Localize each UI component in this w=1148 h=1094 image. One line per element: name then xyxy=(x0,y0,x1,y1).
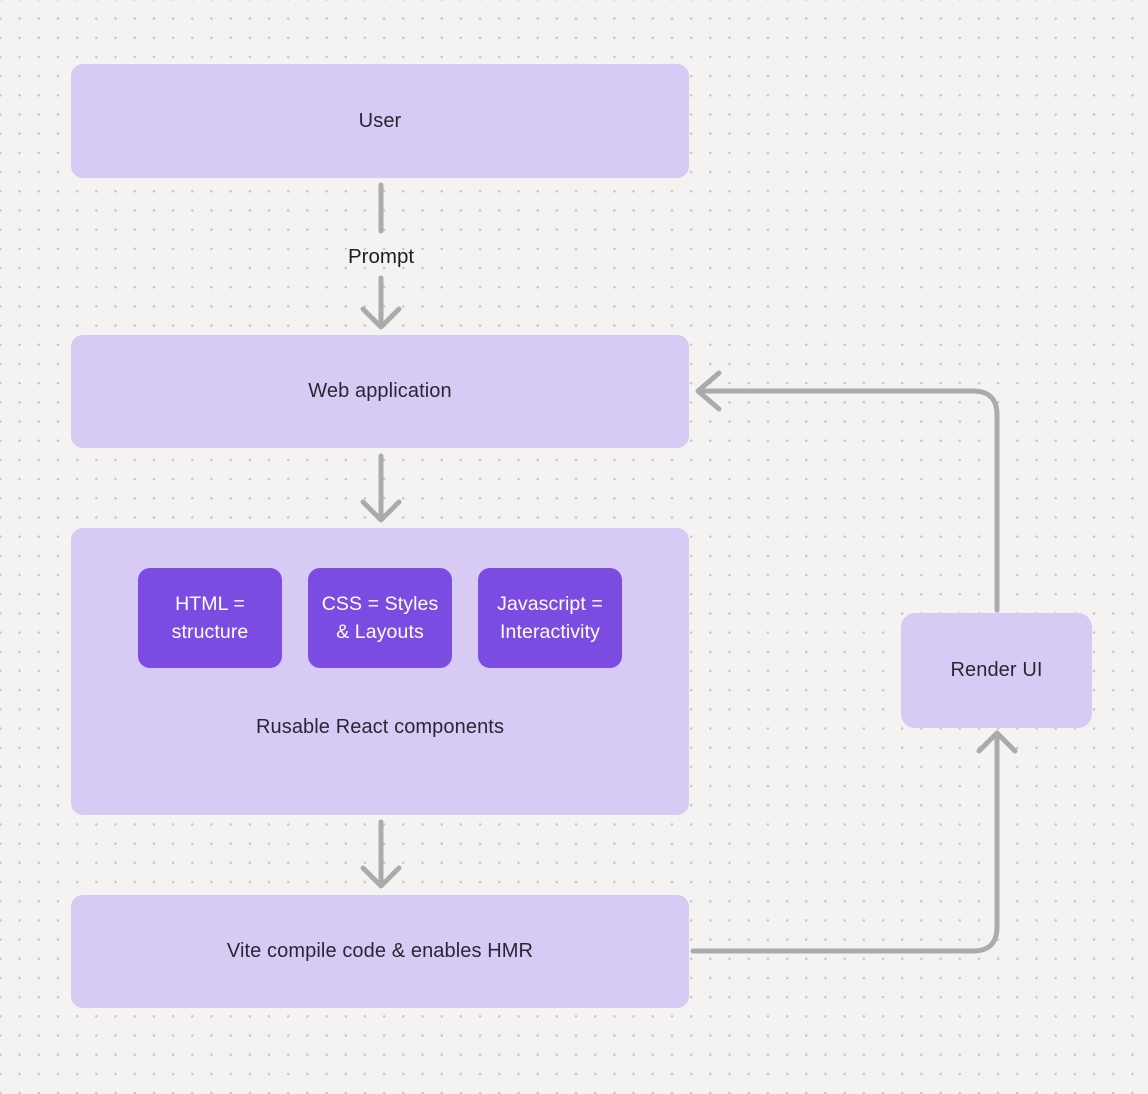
edge-label-prompt: Prompt xyxy=(347,245,415,268)
node-css-label: CSS = Styles & Layouts xyxy=(321,593,439,643)
node-components-group: HTML = structure CSS = Styles & Layouts … xyxy=(71,528,689,815)
edge-user-webapp-arrow xyxy=(360,275,402,330)
node-user-label: User xyxy=(358,109,402,132)
components-group-label: Rusable React components xyxy=(255,716,505,738)
node-html-label: HTML = structure xyxy=(171,593,249,643)
node-render-ui-label: Render UI xyxy=(950,659,1043,681)
node-vite: Vite compile code & enables HMR xyxy=(71,895,689,1008)
node-javascript: Javascript = Interactivity xyxy=(478,568,622,668)
edge-vite-render-arrow xyxy=(690,730,1018,954)
node-web-application-label: Web application xyxy=(308,380,452,402)
edge-render-webapp-arrow xyxy=(695,370,1000,613)
node-web-application: Web application xyxy=(71,335,689,448)
node-render-ui: Render UI xyxy=(901,613,1092,728)
edge-webapp-group-arrow xyxy=(360,453,402,523)
node-vite-label: Vite compile code & enables HMR xyxy=(226,940,534,962)
node-css: CSS = Styles & Layouts xyxy=(308,568,452,668)
node-user: User xyxy=(71,64,689,178)
node-html: HTML = structure xyxy=(138,568,282,668)
node-javascript-label: Javascript = Interactivity xyxy=(497,593,603,643)
components-row: HTML = structure CSS = Styles & Layouts … xyxy=(71,568,689,668)
edge-group-vite-arrow xyxy=(360,819,402,889)
